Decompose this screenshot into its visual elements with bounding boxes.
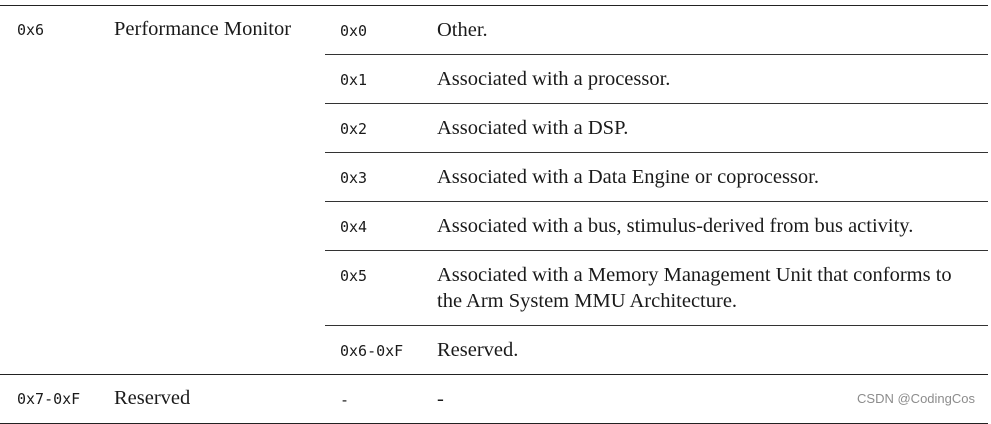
table-row: 0x5 Associated with a Memory Management … <box>325 251 988 326</box>
register-field-table: 0x6 Performance Monitor 0x0 Other. 0x1 A… <box>0 5 988 424</box>
group-name-cell: Performance Monitor <box>114 18 292 40</box>
table-row: 0x4 Associated with a bus, stimulus-deri… <box>325 202 988 251</box>
value-cell: 0x1 <box>340 71 368 89</box>
table-row: 0x2 Associated with a DSP. <box>325 104 988 153</box>
subrow-list: - - <box>325 375 988 423</box>
description-cell: Associated with a Memory Management Unit… <box>437 264 952 312</box>
value-cell: 0x6-0xF <box>340 342 404 360</box>
group-code-cell: 0x6 <box>17 21 45 39</box>
group-code-cell: 0x7-0xF <box>17 390 81 408</box>
description-cell: - <box>437 388 444 410</box>
description-cell: Associated with a processor. <box>437 68 671 90</box>
group-name-cell: Reserved <box>114 387 191 409</box>
value-cell: 0x5 <box>340 267 368 285</box>
table-row: 0x6-0xF Reserved. <box>325 326 988 374</box>
description-cell: Other. <box>437 19 488 41</box>
table-row: - - <box>325 375 988 423</box>
subrow-list: 0x0 Other. 0x1 Associated with a process… <box>325 6 988 374</box>
watermark: CSDN @CodingCos <box>857 391 975 406</box>
value-cell: - <box>340 391 350 409</box>
description-cell: Associated with a bus, stimulus-derived … <box>437 215 914 237</box>
description-cell: Associated with a DSP. <box>437 117 629 139</box>
description-cell: Reserved. <box>437 339 519 361</box>
value-cell: 0x3 <box>340 169 368 187</box>
value-cell: 0x2 <box>340 120 368 138</box>
table-group-performance-monitor: 0x6 Performance Monitor 0x0 Other. 0x1 A… <box>0 6 988 375</box>
table-row: 0x3 Associated with a Data Engine or cop… <box>325 153 988 202</box>
value-cell: 0x4 <box>340 218 368 236</box>
description-cell: Associated with a Data Engine or coproce… <box>437 166 819 188</box>
table-row: 0x0 Other. <box>325 6 988 55</box>
table-row: 0x1 Associated with a processor. <box>325 55 988 104</box>
table-group-reserved: 0x7-0xF Reserved - - <box>0 375 988 424</box>
value-cell: 0x0 <box>340 22 368 40</box>
